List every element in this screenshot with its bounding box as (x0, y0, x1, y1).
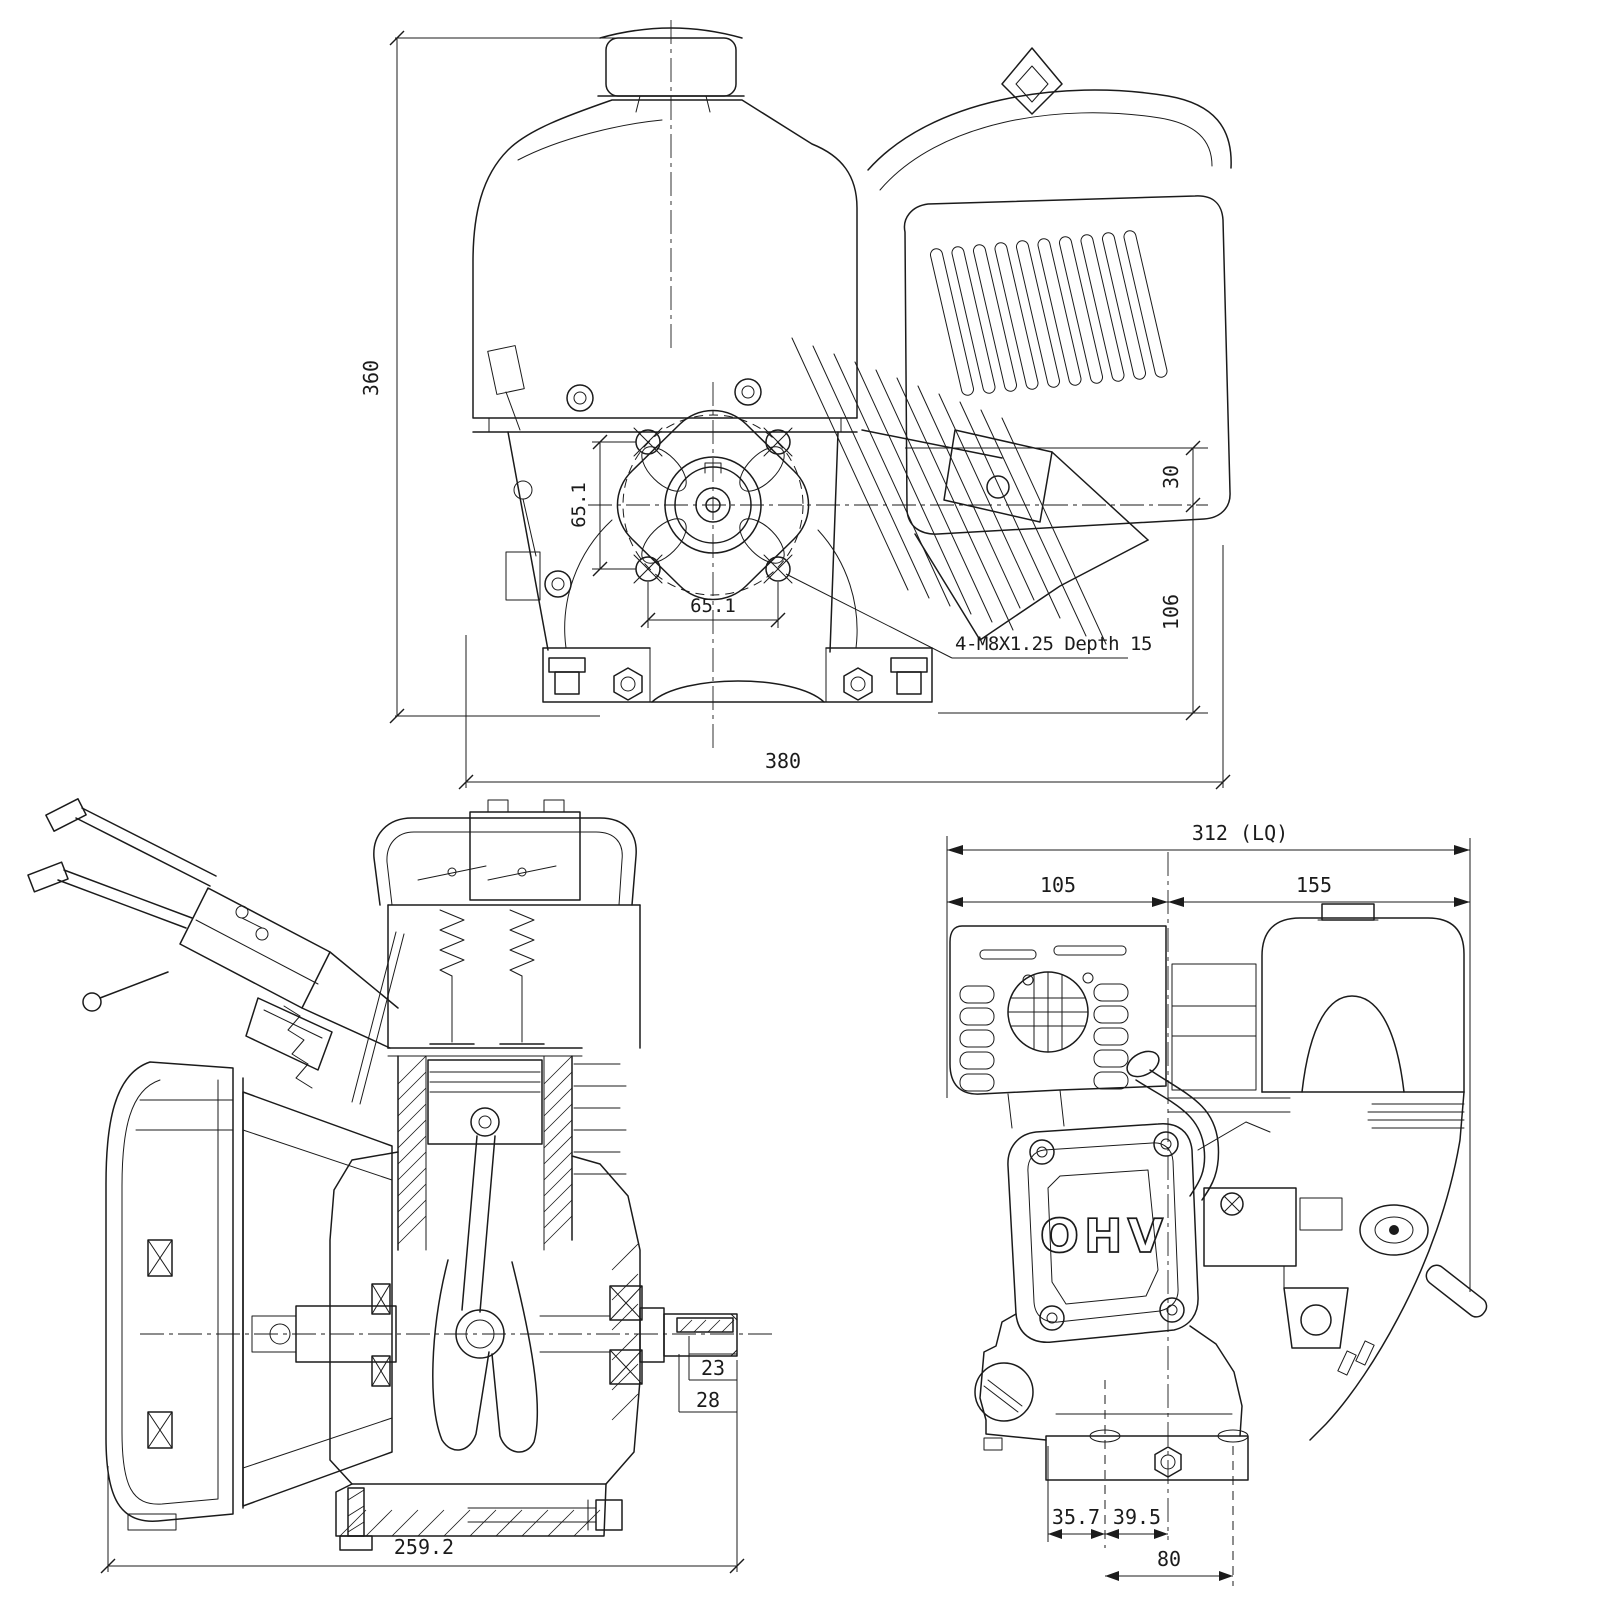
recoil-housing (105, 1061, 234, 1531)
fuel-valve-lever (1425, 1264, 1488, 1318)
head-shroud (1167, 963, 1465, 1129)
dim-39-5-label: 39.5 (1113, 1505, 1161, 1529)
dim-380-label: 380 (765, 749, 801, 773)
dim-side-overall: 312 (LQ) (946, 821, 1471, 1292)
mounting-base-front (542, 647, 933, 703)
lift-hook (1001, 47, 1063, 115)
carburetor-side (1197, 1121, 1488, 1349)
cylinder-head (351, 799, 641, 1105)
dim-312-label: 312 (LQ) (1192, 821, 1288, 845)
case-vents (1337, 1340, 1375, 1376)
muffler-vent-slots (929, 230, 1168, 396)
pto-flange (544, 378, 810, 601)
dim-bolt-spacing-vertical: 65.1 (568, 434, 636, 577)
fuel-tank-front (472, 99, 858, 433)
dim-360-label: 360 (359, 360, 383, 396)
front-centerlines (588, 20, 1208, 750)
crankcase-section (329, 1151, 643, 1551)
dim-shaft-end: 23 28 (678, 1336, 738, 1413)
fuel-cap (597, 27, 745, 113)
dim-106-label: 106 (1159, 594, 1183, 630)
dim-bolt-spacing-horizontal: 65.1 (640, 582, 786, 628)
dim-overall-width: 380 (458, 545, 1231, 790)
dim-23-label: 23 (701, 1356, 725, 1380)
section-view: 23 28 259.2 (27, 798, 775, 1574)
crankcase-side-outline (1309, 1091, 1465, 1441)
dim-side-split: 105 155 (947, 873, 1470, 907)
air-cleaner-louvers (959, 983, 1129, 1092)
dim-30-label: 30 (1159, 465, 1183, 489)
dim-65-1-h-label: 65.1 (690, 595, 736, 617)
dim-105-label: 105 (1040, 873, 1076, 897)
dim-65-1-v-label: 65.1 (568, 482, 590, 528)
cylinder-fins (791, 337, 1107, 645)
fuel-tank-side (1261, 903, 1465, 1093)
dim-28-label: 28 (696, 1388, 720, 1412)
dim-259-2-label: 259.2 (394, 1535, 454, 1559)
dim-overall-length: 259.2 (100, 1368, 745, 1574)
flywheel (242, 1077, 397, 1509)
thread-note: 4-M8X1.25 Depth 15 (785, 573, 1152, 659)
dim-80-label: 80 (1157, 1547, 1181, 1571)
dim-side-base: 35.7 39.5 80 (1047, 1380, 1234, 1586)
dim-right-side: 30 106 (905, 440, 1208, 721)
muffler (867, 47, 1232, 535)
breather-tube (1126, 1050, 1220, 1201)
pto-bolt-holes (633, 427, 793, 584)
side-view: OHV (946, 821, 1488, 1586)
dim-155-label: 155 (1296, 873, 1332, 897)
ohv-badge: OHV (1040, 1209, 1168, 1263)
cylinder-piston (397, 1055, 627, 1453)
engine-bracket (861, 429, 1149, 641)
front-view: 360 380 65.1 65.1 (359, 20, 1232, 790)
ignition-parts (487, 345, 541, 601)
air-cleaner (949, 925, 1167, 1129)
carburetor-section (27, 798, 399, 1089)
engine-base-side (974, 1313, 1249, 1481)
thread-note-label: 4-M8X1.25 Depth 15 (955, 633, 1152, 655)
dim-overall-height: 360 (359, 30, 618, 724)
dim-35-7-label: 35.7 (1052, 1505, 1100, 1529)
valve-cover: OHV (1007, 1123, 1199, 1343)
intake-mesh (1007, 971, 1089, 1053)
output-shaft (639, 1307, 738, 1363)
